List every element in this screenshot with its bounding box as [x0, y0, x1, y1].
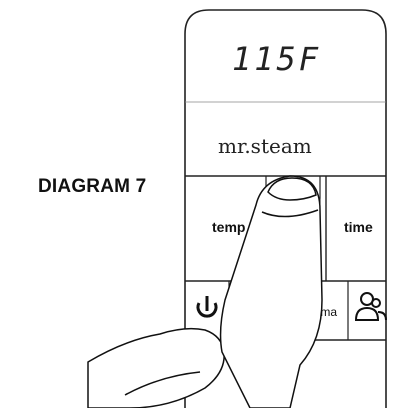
brand-logo: mr.steam [218, 134, 312, 158]
time-button-label: time [344, 219, 373, 235]
diagram-caption: DIAGRAM 7 [38, 176, 147, 197]
power-icon[interactable] [196, 296, 218, 318]
temp-button-label: temp [212, 219, 245, 235]
hand-illustration [87, 175, 323, 408]
panel-outline [184, 9, 387, 408]
temperature-display: 115F [232, 40, 321, 78]
user-profile-icon[interactable] [354, 292, 387, 321]
